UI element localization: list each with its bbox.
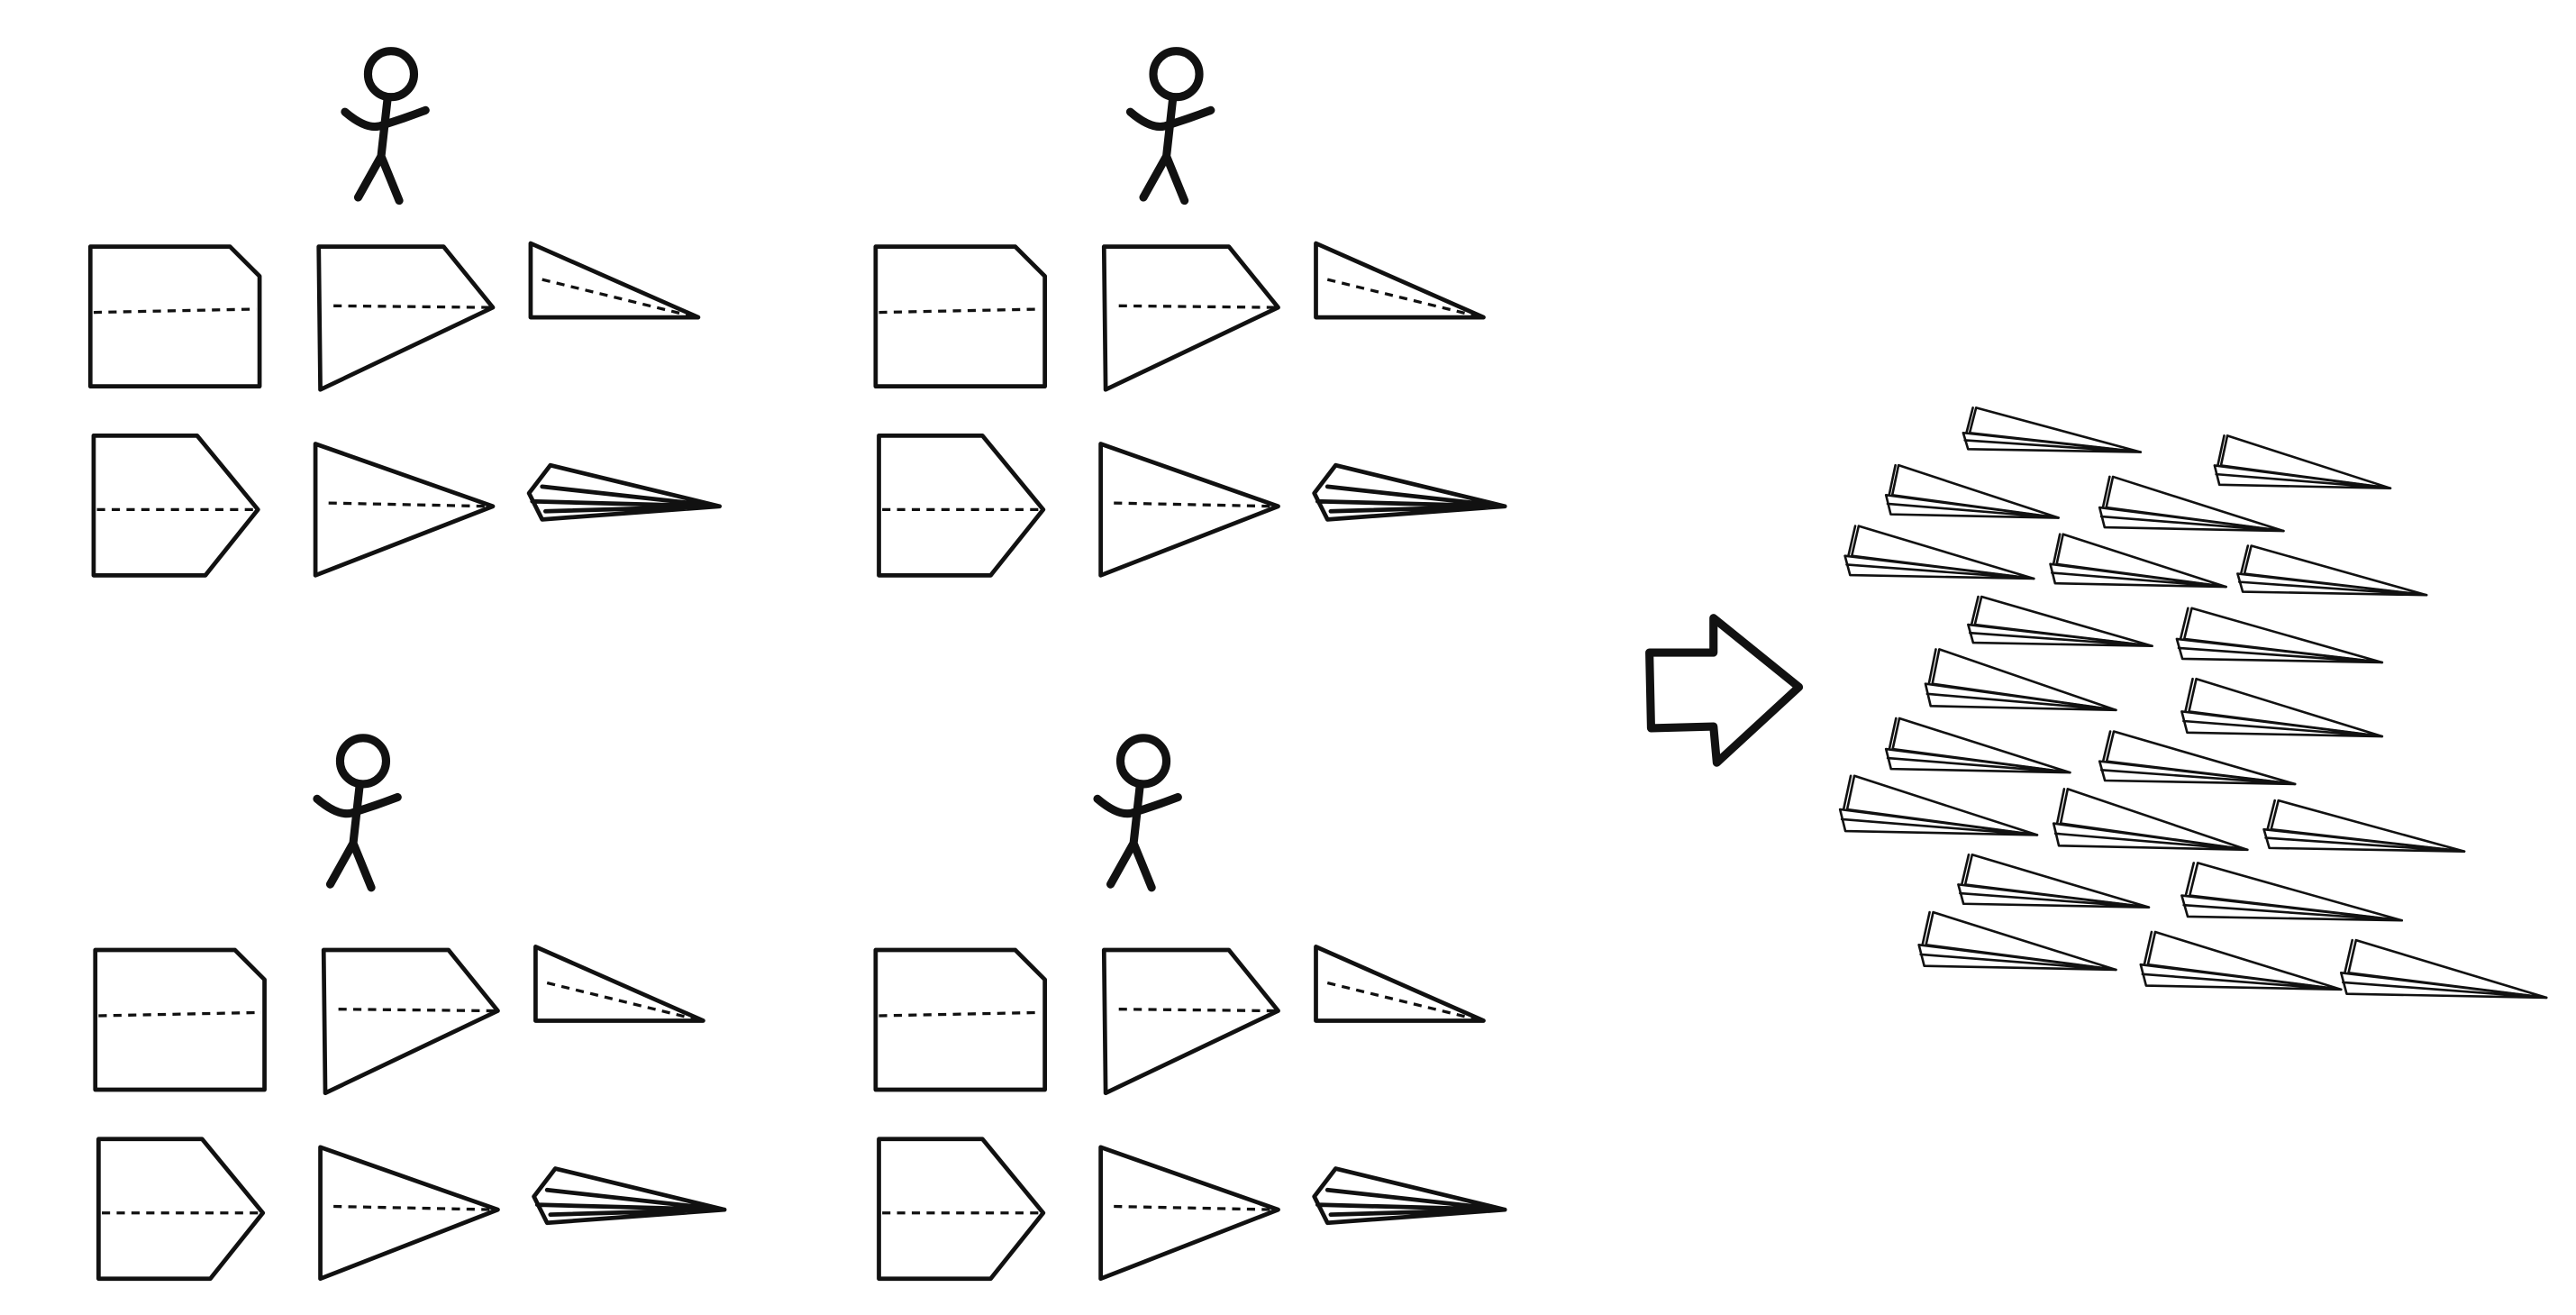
fold-line	[1114, 1204, 1275, 1211]
paper-airplane-icon	[2099, 732, 2295, 784]
fold-line	[1326, 981, 1476, 1021]
fold-step-4-point	[91, 433, 260, 578]
fold-step-5-triangle	[313, 442, 496, 578]
fold-line	[338, 1008, 495, 1013]
worker-group-top-left	[87, 47, 722, 578]
fold-step-6-airplane	[526, 462, 722, 522]
paper-airplane-icon	[2053, 789, 2247, 849]
paper-airplane-icon	[1968, 597, 2152, 646]
transition-arrow-icon	[1645, 614, 1804, 767]
stick-figure-icon	[1125, 47, 1215, 205]
stick-figure-icon	[341, 47, 430, 205]
paper-airplane-icon	[2141, 932, 2341, 990]
paper-airplane-icon	[2181, 863, 2401, 920]
paper-airplane-icon	[2264, 800, 2464, 852]
paper-airplane-icon	[1919, 912, 2116, 970]
fold-line	[1326, 278, 1476, 317]
fold-line	[333, 304, 490, 309]
paper-airplane-icon	[2177, 608, 2382, 662]
fold-step-6-airplane	[1312, 462, 1507, 522]
fold-line	[1118, 1008, 1275, 1013]
worker-group-bottom-right	[873, 734, 1507, 1282]
fold-line	[333, 1204, 495, 1211]
fold-step-6-airplane	[1312, 1166, 1507, 1226]
fold-step-4-point	[877, 1137, 1046, 1282]
fold-step-1-sheet	[93, 947, 267, 1092]
fold-step-6-airplane	[532, 1166, 727, 1226]
figure-body	[1125, 93, 1215, 205]
fold-step-1-sheet	[87, 244, 262, 389]
paper-airplane-icon	[1963, 407, 2141, 452]
fold-step-3-half	[533, 945, 705, 1023]
paper-airplane-icon	[1840, 776, 2037, 836]
fold-line	[328, 501, 490, 508]
fold-line	[546, 981, 696, 1021]
paper-airplane-icon	[2237, 546, 2426, 596]
fold-step-2-corners	[316, 244, 496, 392]
paper-airplane-icon	[1845, 526, 2034, 579]
fold-step-3-half	[1314, 945, 1486, 1023]
paper-airplane-icon	[1925, 649, 2116, 709]
fold-step-5-triangle	[1098, 442, 1280, 578]
fold-step-1-sheet	[873, 947, 1048, 1092]
paper-airplane-icon	[2099, 477, 2283, 531]
paper-airplane-icon	[1886, 718, 2070, 772]
paper-airplane-fleet	[1840, 407, 2546, 998]
fold-line	[98, 1010, 261, 1018]
fold-step-4-point	[877, 433, 1046, 578]
fold-line	[878, 307, 1042, 315]
stick-figure-icon	[1093, 734, 1182, 892]
paper-airplane-icon	[2341, 940, 2546, 998]
fold-step-2-corners	[1101, 244, 1280, 392]
figure-body	[313, 780, 402, 892]
paper-airplane-icon	[2215, 435, 2390, 488]
fold-step-5-triangle	[318, 1145, 500, 1282]
paper-airplane-icon	[1886, 465, 2058, 517]
figure-body	[341, 93, 430, 205]
fold-line	[1118, 304, 1275, 309]
paper-airplane-icon	[2051, 534, 2226, 587]
figure-body	[1093, 780, 1182, 892]
fold-line	[93, 307, 257, 315]
worker-groups	[87, 47, 1507, 1282]
fold-line	[542, 278, 691, 317]
fold-step-4-point	[96, 1137, 266, 1282]
fold-step-5-triangle	[1098, 1145, 1280, 1282]
paper-airplane-icon	[1958, 854, 2149, 907]
worker-group-top-right	[873, 47, 1507, 578]
fold-step-2-corners	[321, 947, 500, 1096]
stick-figure-icon	[313, 734, 402, 892]
paper-airplane-icon	[2181, 679, 2381, 736]
fold-line	[878, 1010, 1042, 1018]
fold-line	[1114, 501, 1275, 508]
fold-step-2-corners	[1101, 947, 1280, 1096]
fold-step-3-half	[528, 241, 701, 320]
worker-group-bottom-left	[93, 734, 727, 1282]
fold-step-3-half	[1314, 241, 1486, 320]
fold-step-1-sheet	[873, 244, 1048, 389]
